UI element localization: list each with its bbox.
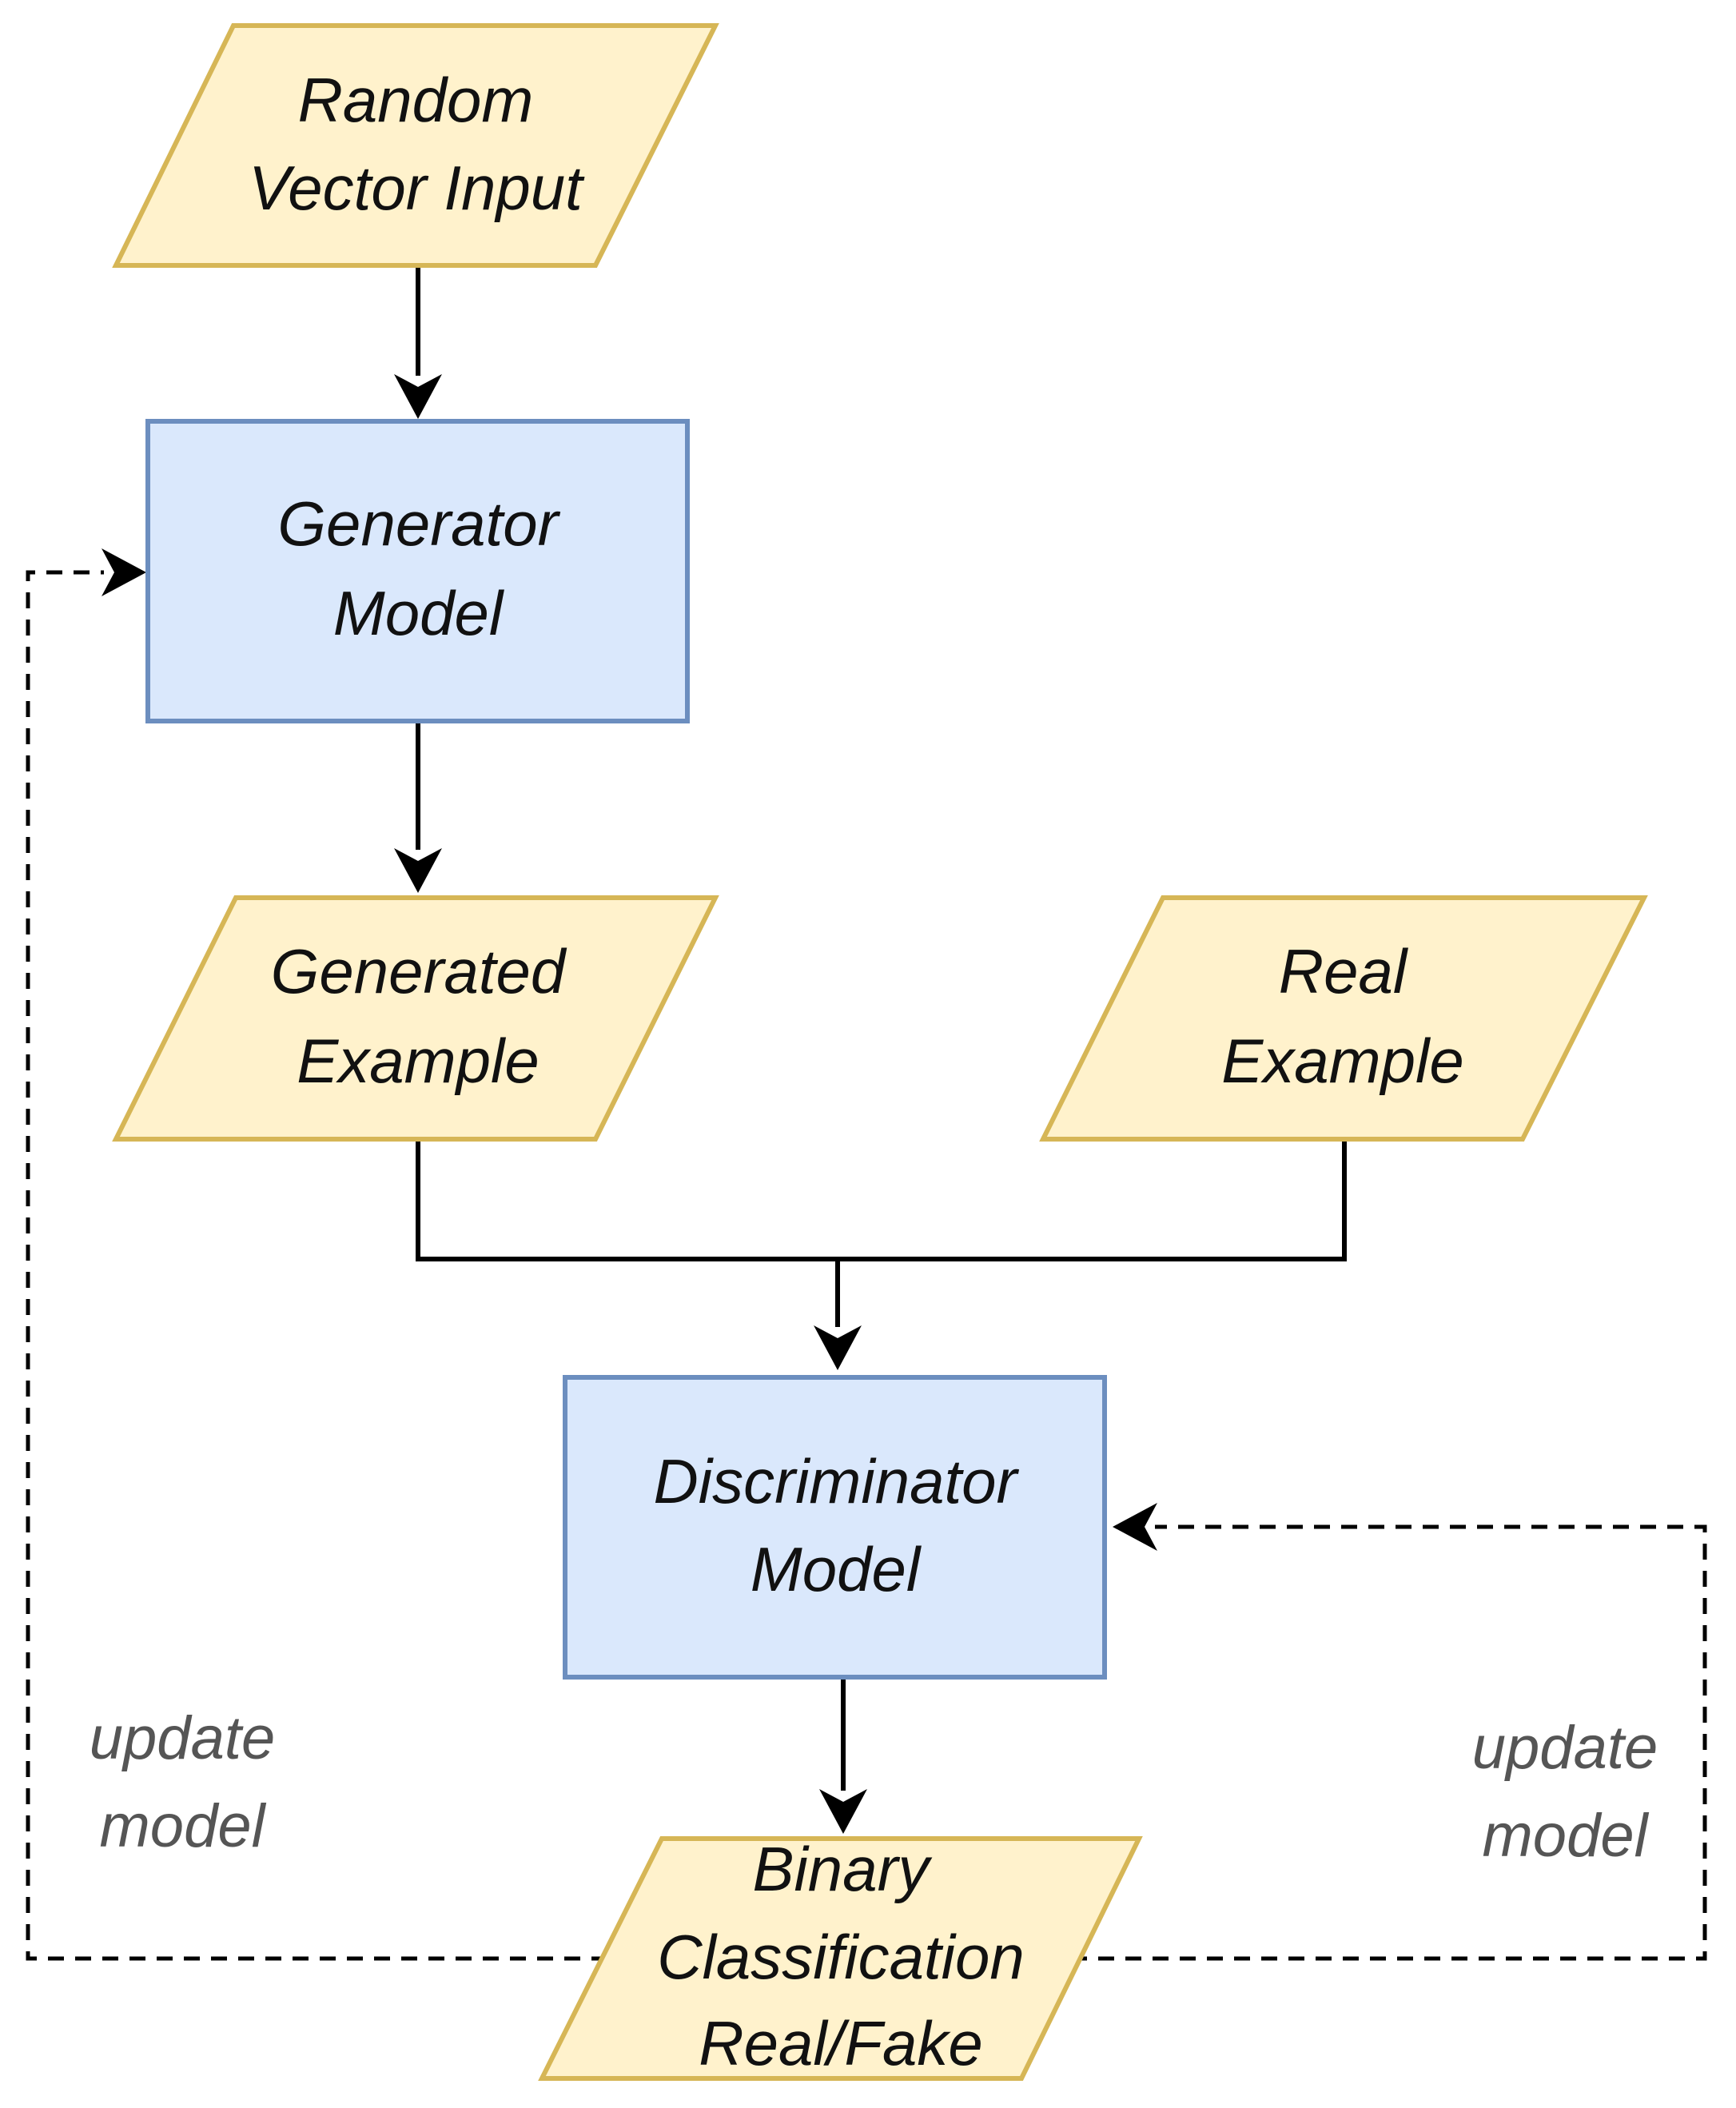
- process-shape: [563, 1375, 1107, 1680]
- node-label-line3: Real/Fake: [699, 2008, 983, 2078]
- edge-update-discriminator: [1071, 1524, 1707, 1961]
- node-discriminator-model: Discriminator Model: [563, 1375, 1107, 1680]
- node-label-line2: Example: [297, 1026, 539, 1096]
- arrowhead-random-to-generator: [394, 374, 442, 419]
- node-label-line2: Model: [333, 578, 505, 648]
- node-generator-model: Generator Model: [145, 419, 690, 723]
- node-real-example: Real Example: [1039, 895, 1648, 1142]
- edge-label-update-generator: update model: [90, 1704, 275, 1860]
- edge-label-line1: update: [1472, 1714, 1658, 1782]
- node-label-line2: Classification: [657, 1922, 1025, 1992]
- node-label-line1: Random: [298, 65, 534, 135]
- node-label-line2: Example: [1221, 1026, 1463, 1096]
- arrowhead-discriminator-to-binary: [819, 1789, 867, 1834]
- dashed-edges: [26, 570, 1707, 1961]
- node-label-line1: Generator: [277, 488, 560, 559]
- node-label-line2: Model: [751, 1534, 922, 1604]
- solid-edges: [394, 268, 1347, 1834]
- io-shape: [538, 1836, 1143, 2081]
- node-label-line1: Generated: [271, 936, 567, 1006]
- arrowhead-generator-to-generated: [394, 848, 442, 893]
- node-label-line1: Real: [1279, 936, 1409, 1006]
- io-shape: [112, 895, 719, 1142]
- node-generated-example: Generated Example: [112, 895, 719, 1142]
- edge-label-line2: model: [100, 1792, 267, 1860]
- edge-label-line1: update: [90, 1704, 275, 1772]
- arrowhead-update-discriminator: [1113, 1503, 1157, 1551]
- node-label-line2: Vector Input: [249, 153, 585, 223]
- node-random-vector-input: Random Vector Input: [112, 23, 719, 268]
- arrowhead-junction-to-discriminator: [814, 1325, 862, 1370]
- node-binary-classification: Binary Classification Real/Fake: [538, 1834, 1143, 2081]
- edge-label-update-discriminator: update model: [1472, 1714, 1658, 1870]
- node-label-line1: Discriminator: [653, 1446, 1019, 1516]
- io-shape: [1039, 895, 1648, 1142]
- io-shape: [112, 23, 719, 268]
- edge-label-line2: model: [1483, 1802, 1650, 1870]
- arrowhead-update-generator: [102, 548, 146, 596]
- node-label-line1: Binary: [752, 1834, 932, 1904]
- edge-generated-to-junction: [416, 1141, 1347, 1261]
- process-shape: [145, 419, 690, 723]
